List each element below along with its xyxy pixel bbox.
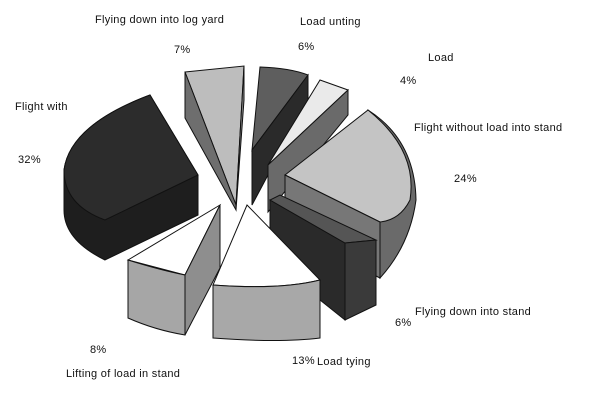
label-flight-without: Flight without load into stand [414, 122, 563, 134]
slice-log-yard [184, 65, 245, 212]
pct-flight-without: 24% [454, 173, 477, 185]
label-load: Load [428, 52, 454, 64]
pct-down-stand: 6% [395, 317, 412, 329]
pct-flight-with: 32% [18, 154, 41, 166]
slice-unting [251, 66, 309, 206]
label-log-yard: Flying down into log yard [95, 14, 225, 26]
label-lifting: Lifting of load in stand [66, 368, 181, 380]
pct-log-yard: 7% [174, 44, 191, 56]
pct-tying: 13% [292, 355, 315, 367]
slice-tying [212, 204, 321, 341]
label-tying: Load tying [317, 356, 371, 368]
label-down-stand: Flying down into stand [415, 306, 532, 318]
pct-load: 4% [400, 75, 417, 87]
slice-down-stand [268, 194, 378, 322]
pct-lifting: 8% [90, 344, 107, 356]
pct-unting: 6% [298, 41, 315, 53]
label-unting: Load unting [300, 16, 361, 28]
label-flight-with: Flight with [15, 101, 68, 113]
slice-lifting [126, 203, 222, 336]
slice-flight-with [63, 94, 199, 261]
